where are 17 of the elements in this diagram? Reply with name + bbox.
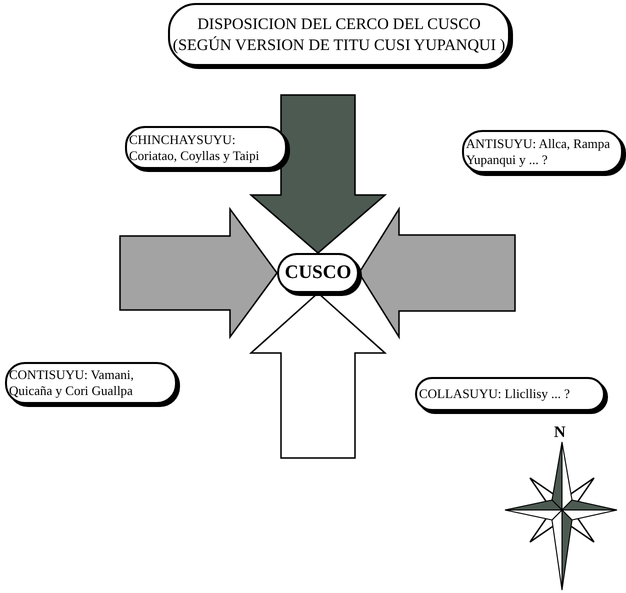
title-text: DISPOSICION DEL CERCO DEL CUSCO [197, 14, 481, 34]
block-arrow [248, 94, 388, 254]
block-arrow [358, 206, 516, 340]
rounded-callout-box [125, 126, 287, 169]
callout-text: CHINCHAYSUYU: Coriatao, Coyllas y Taipi [129, 132, 260, 164]
callout-text: CUSCO [284, 260, 352, 285]
city-label-box [277, 253, 359, 293]
callout-text: CONTISUYU: Vamani, Quicaña y Cori Guallpa [9, 367, 135, 399]
rounded-callout-box [168, 3, 510, 66]
rounded-callout-box [415, 377, 605, 411]
subtitle-text: (SEGÚN VERSION DE TITU CUSI YUPANQUI ) [172, 35, 506, 56]
rounded-callout-box [5, 362, 177, 404]
callout-text: ANTISUYU: Allca, Rampa Yupanqui y ... ? [466, 136, 612, 168]
rounded-callout-box [462, 130, 623, 173]
block-arrow [119, 206, 278, 340]
callout-text: COLLASUYU: Llicllisy ... ? [419, 386, 571, 402]
compass-north-label: N [554, 424, 566, 442]
